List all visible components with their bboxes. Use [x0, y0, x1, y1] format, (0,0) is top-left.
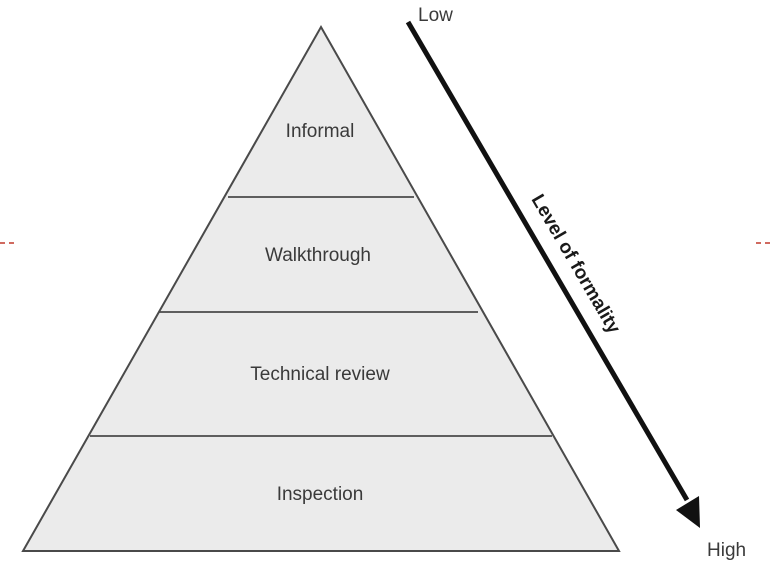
- formality-arrow-shaft: [405, 20, 690, 502]
- tier-label-informal: Informal: [286, 121, 355, 142]
- formality-low-label: Low: [418, 5, 453, 26]
- tier-label-technical-review: Technical review: [250, 364, 390, 385]
- tier-label-inspection: Inspection: [277, 484, 364, 505]
- formality-high-label: High: [707, 540, 746, 561]
- formality-axis-title: Level of formality: [527, 191, 625, 338]
- tier-label-walkthrough: Walkthrough: [265, 245, 371, 266]
- formality-arrow-head: [676, 496, 700, 528]
- pyramid: [21, 24, 621, 552]
